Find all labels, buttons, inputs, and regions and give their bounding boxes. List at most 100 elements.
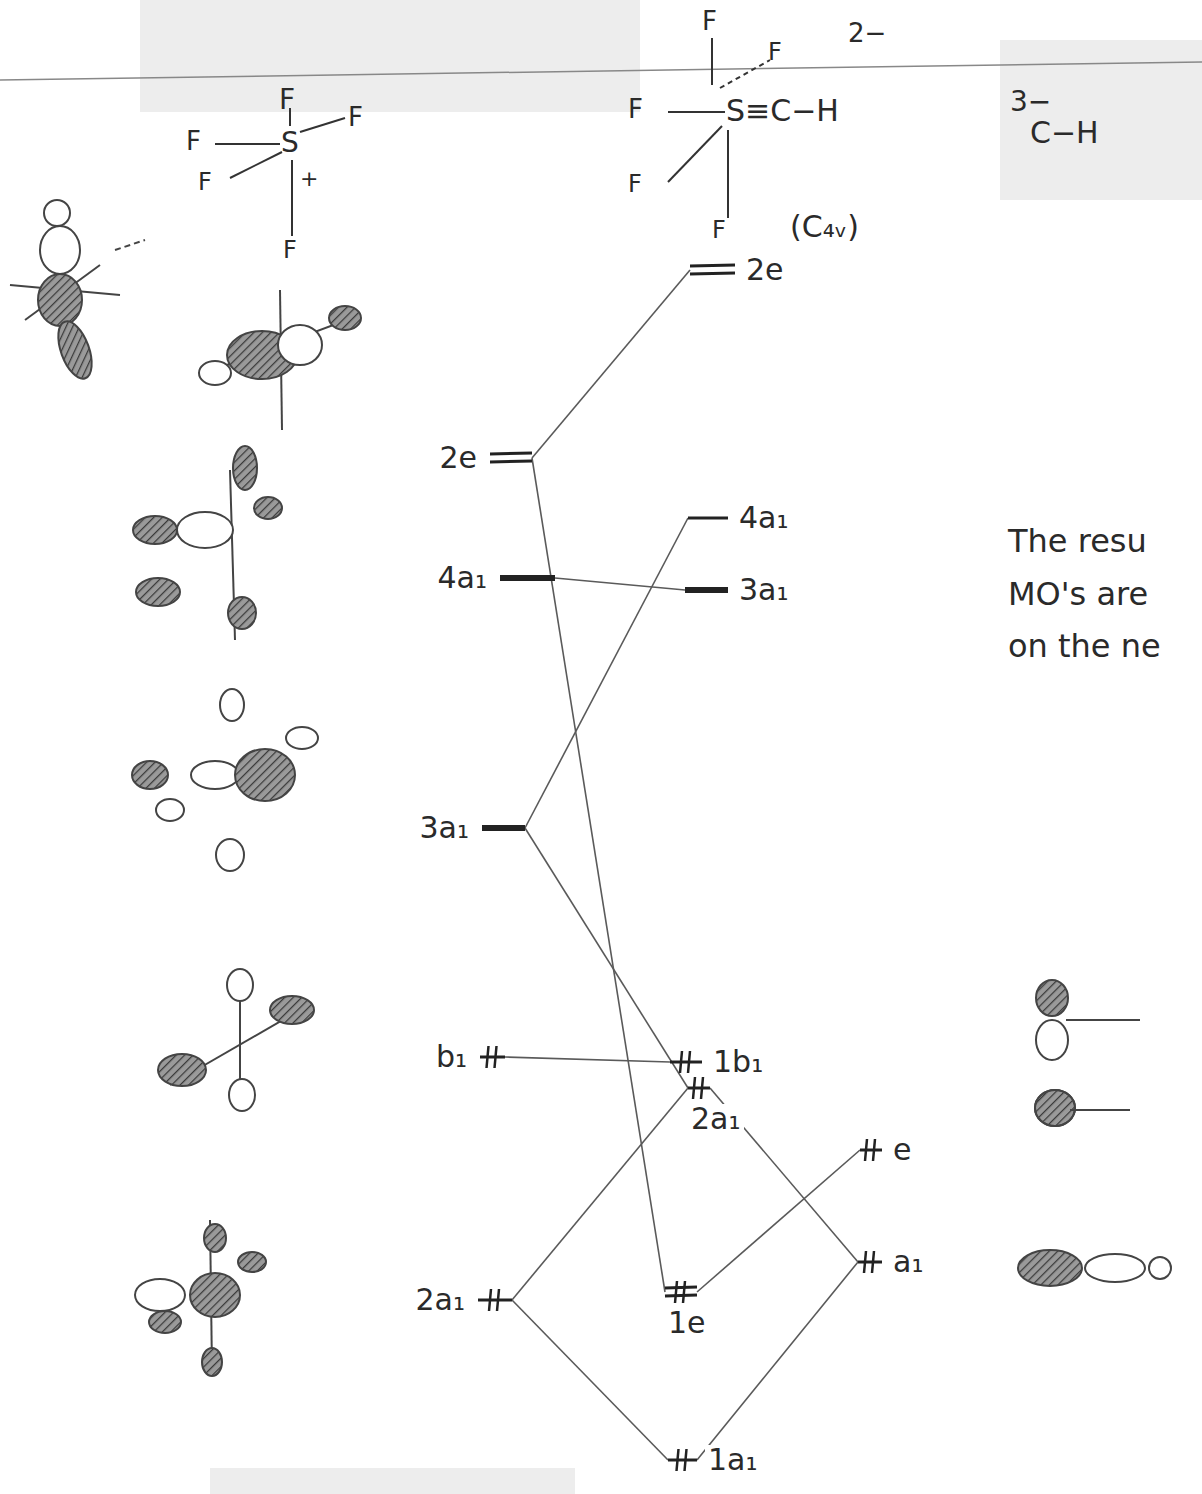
correlation-line: [525, 828, 688, 1088]
atom-label: F: [283, 238, 297, 262]
level-label: b₁: [433, 1042, 470, 1072]
level-stroke: [858, 1261, 882, 1264]
orbital-sketch: [158, 969, 314, 1111]
energy-level: b₁: [480, 1045, 505, 1069]
level-stroke: [685, 587, 728, 593]
level-label: 1b₁: [710, 1047, 766, 1077]
level-label: 2e: [436, 443, 480, 473]
level-bar: [500, 566, 555, 590]
level-label: 2a₁: [413, 1285, 469, 1315]
correlation-line: [505, 1057, 670, 1062]
level-bar: [668, 1448, 697, 1472]
level-stroke: [478, 1299, 512, 1302]
level-stroke: [873, 1139, 875, 1161]
correlation-line: [532, 458, 665, 1292]
atom-label: 2−: [848, 20, 886, 46]
orbital-sketch: [135, 1220, 266, 1376]
orbital-sketch: [199, 290, 361, 430]
paper-rule: [0, 62, 1202, 80]
level-label: 2e: [743, 255, 787, 285]
level-label: 1e: [665, 1308, 709, 1338]
level-stroke: [677, 1449, 679, 1471]
note-text: on the ne: [1008, 630, 1161, 662]
level-stroke: [872, 1251, 874, 1273]
level-label: 4a₁: [435, 563, 491, 593]
level-stroke: [665, 1287, 697, 1288]
energy-level: 2e: [690, 258, 735, 282]
level-label: 1a₁: [705, 1445, 761, 1475]
correlation-line: [525, 518, 688, 828]
level-bar: [860, 1138, 882, 1162]
level-stroke: [668, 1459, 697, 1462]
molecule-bonds: [215, 38, 770, 236]
energy-level: 4a₁: [688, 506, 728, 530]
level-label: 3a₁: [736, 575, 792, 605]
energy-level: 2e: [490, 446, 532, 470]
level-stroke: [480, 1056, 505, 1059]
level-bar: [685, 578, 728, 602]
level-stroke: [490, 453, 532, 454]
atom-label: F: [702, 8, 717, 34]
level-bar: [688, 1076, 710, 1100]
level-stroke: [482, 825, 525, 831]
orbital-sketch: [1018, 980, 1171, 1286]
energy-level: e: [860, 1138, 882, 1162]
level-stroke: [688, 1051, 690, 1073]
correlation-line: [532, 270, 690, 458]
level-stroke: [497, 1289, 499, 1311]
level-label: 3a₁: [417, 813, 473, 843]
correlation-line: [512, 1088, 688, 1300]
atom-label: S≡C−H: [726, 96, 839, 126]
level-bar: [480, 1045, 505, 1069]
level-bar: [688, 506, 728, 530]
energy-level: a₁: [858, 1250, 882, 1274]
level-stroke: [675, 1281, 677, 1303]
level-stroke: [701, 1077, 703, 1099]
energy-level: 2a₁: [478, 1288, 512, 1312]
atom-label: (C₄ᵥ): [790, 212, 859, 242]
correlation-line: [697, 1262, 858, 1460]
correlation-line: [555, 578, 685, 590]
atom-label: F: [348, 104, 363, 130]
level-stroke: [665, 1295, 697, 1296]
energy-level: 4a₁: [500, 566, 555, 590]
atom-label: F: [198, 170, 212, 194]
level-stroke: [490, 461, 532, 462]
level-bar: [665, 1280, 697, 1304]
energy-level: 3a₁: [482, 816, 525, 840]
level-stroke: [680, 1051, 682, 1073]
energy-level: 2a₁: [688, 1076, 710, 1100]
atom-label: F: [628, 172, 642, 196]
orbital-sketch: [10, 200, 145, 383]
energy-level: 1b₁: [670, 1050, 702, 1074]
note-text: The resu: [1008, 525, 1147, 557]
energy-level: 1e: [665, 1280, 697, 1304]
level-bar: [482, 816, 525, 840]
level-stroke: [500, 575, 555, 581]
atom-label: +: [300, 168, 318, 190]
level-stroke: [489, 1289, 491, 1311]
atom-label: F: [712, 218, 726, 242]
energy-level: 3a₁: [685, 578, 728, 602]
level-label: a₁: [890, 1247, 926, 1277]
level-label: 4a₁: [736, 503, 792, 533]
level-stroke: [683, 1281, 685, 1303]
atom-label: C−H: [1030, 118, 1099, 148]
level-bar: [478, 1288, 512, 1312]
level-label: e: [890, 1135, 914, 1165]
energy-level: 1a₁: [668, 1448, 697, 1472]
atom-label: F: [279, 86, 295, 114]
level-stroke: [495, 1046, 497, 1068]
atom-label: F: [768, 40, 782, 64]
level-bar: [858, 1250, 882, 1274]
level-stroke: [688, 1087, 710, 1090]
scan-shade: [140, 0, 640, 112]
atom-label: 3−: [1010, 88, 1051, 116]
level-stroke: [690, 265, 735, 266]
level-stroke: [690, 273, 735, 274]
level-stroke: [670, 1061, 702, 1064]
atom-label: F: [186, 128, 201, 154]
level-stroke: [865, 1139, 867, 1161]
